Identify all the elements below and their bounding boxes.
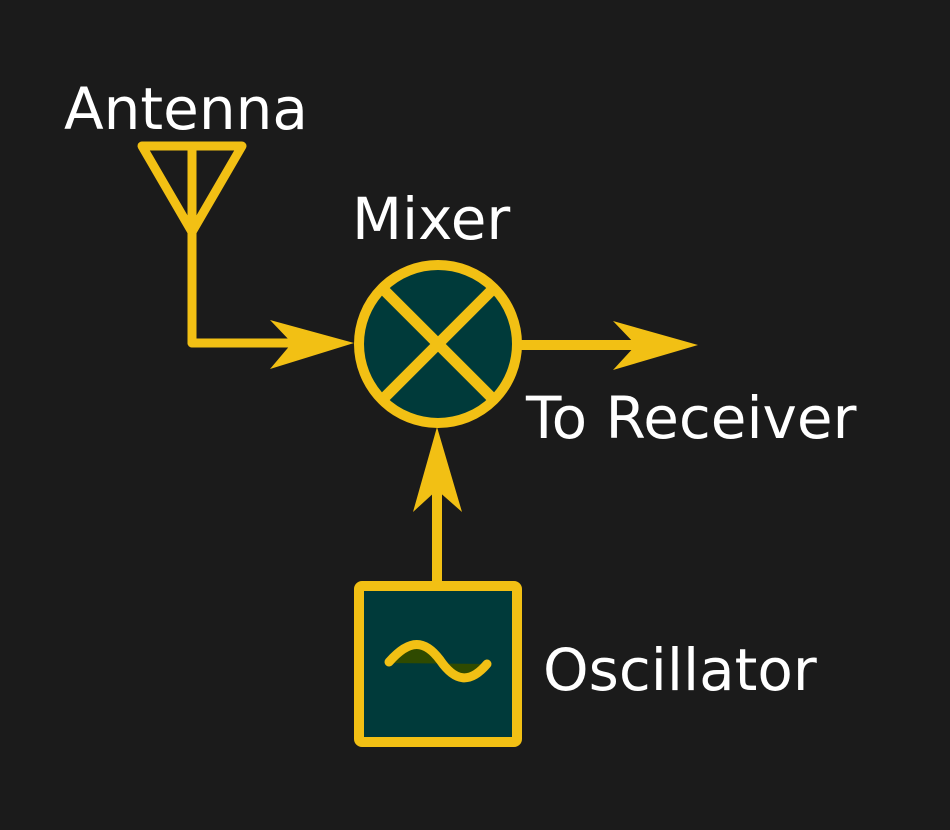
mixer-icon xyxy=(354,260,522,428)
arrowhead-icon xyxy=(613,321,698,370)
oscillator-label: Oscillator xyxy=(543,636,817,704)
antenna-icon xyxy=(137,141,247,348)
mixer-to-receiver-wire xyxy=(520,321,698,370)
oscillator-icon xyxy=(354,581,522,747)
to-receiver-label: To Receiver xyxy=(526,384,857,452)
oscillator-to-mixer-wire xyxy=(413,427,462,585)
antenna-to-mixer-wire xyxy=(187,320,354,369)
arrowhead-icon xyxy=(413,427,462,512)
antenna-label: Antenna xyxy=(64,75,308,143)
mixer-label: Mixer xyxy=(352,185,511,253)
arrowhead-icon xyxy=(270,320,354,369)
